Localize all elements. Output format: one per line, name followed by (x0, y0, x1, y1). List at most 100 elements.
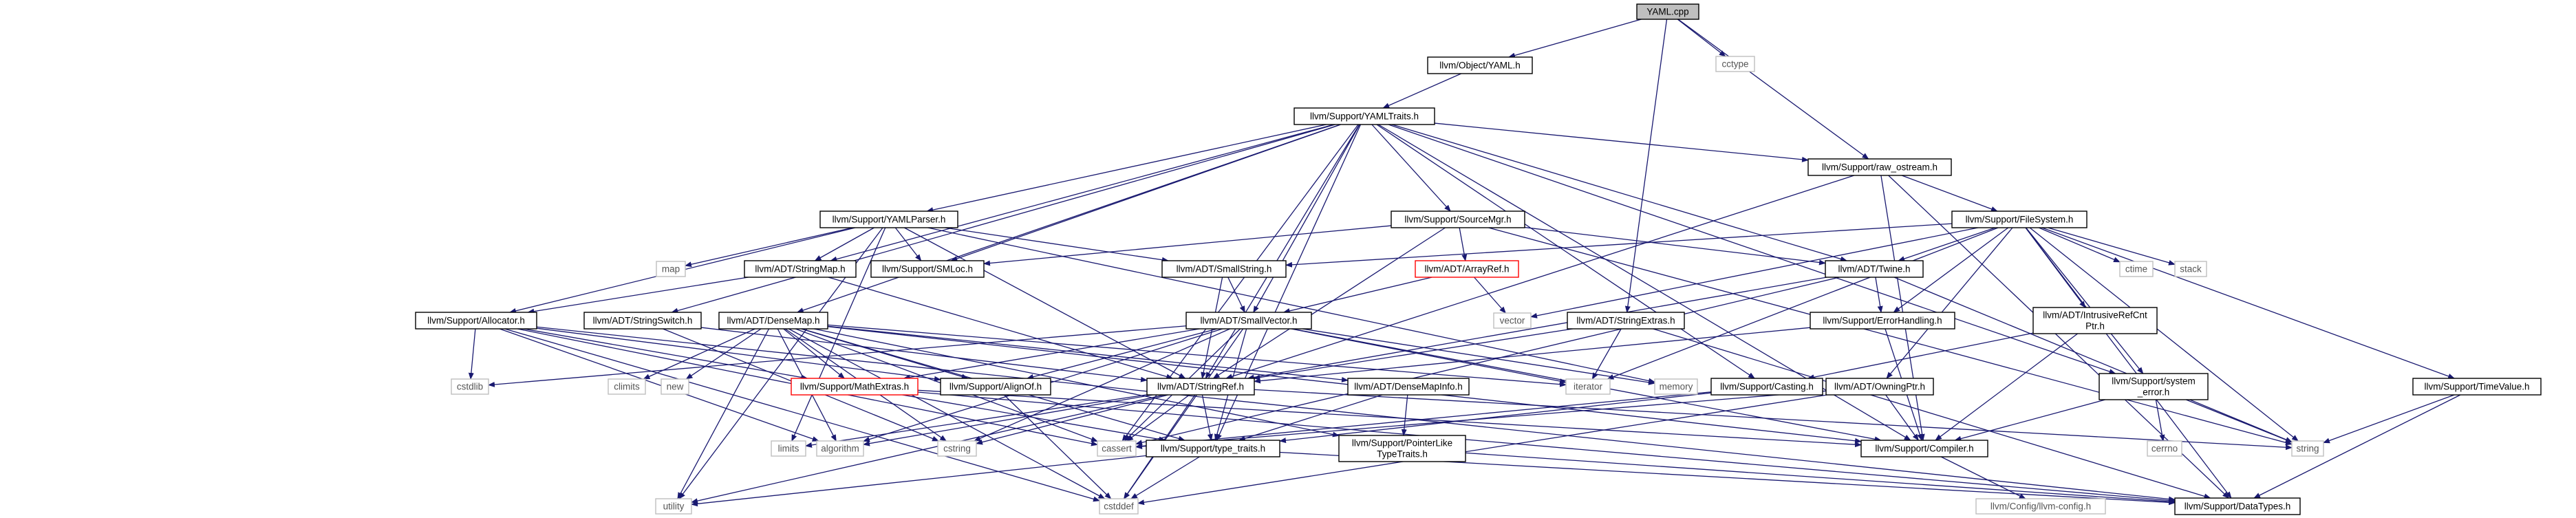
node-ctime: ctime (2119, 261, 2154, 277)
edge-filesystem-to-twine (1898, 227, 1996, 261)
edge-system_error-to-string (2186, 399, 2293, 443)
node-label: llvm/Support/Compiler.h (1875, 444, 1973, 454)
node-string: string (2291, 440, 2324, 457)
node-box (415, 312, 537, 330)
node-compiler[interactable]: llvm/Support/Compiler.h (1860, 440, 1988, 457)
edge-filesystem-to-timevalue (2041, 227, 2456, 379)
node-yamltraits[interactable]: llvm/Support/YAMLTraits.h (1294, 107, 1435, 125)
edge-arrayref-to-smallvector (1282, 277, 1432, 314)
node-label: climits (614, 382, 640, 392)
edge-stringref-to-cassert (1126, 394, 1190, 442)
node-box (1807, 158, 1952, 176)
node-twine[interactable]: llvm/ADT/Twine.h (1825, 260, 1924, 278)
edge-allocator-to-datatypes (536, 326, 2176, 502)
edge-yamltraits-to-stringmap (830, 124, 1334, 262)
node-system_error[interactable]: llvm/Support/system_error.h (2099, 373, 2209, 400)
node-smloc[interactable]: llvm/Support/SMLoc.h (870, 260, 985, 278)
node-cassert: cassert (1097, 440, 1137, 457)
edge-densemap-to-compiler (827, 326, 1862, 444)
node-yamlparser[interactable]: llvm/Support/YAMLParser.h (819, 211, 958, 228)
node-box (819, 211, 958, 228)
node-stringswitch[interactable]: llvm/ADT/StringSwitch.h (583, 312, 702, 330)
node-algorithm: algorithm (816, 440, 864, 457)
node-label: llvm/ADT/SmallVector.h (1200, 316, 1297, 326)
node-box (1825, 378, 1934, 396)
edge-densemap-to-cstddef (788, 328, 1106, 499)
node-label: llvm/Support/MathExtras.h (800, 382, 909, 392)
edge-smallvector-to-memory (1302, 328, 1655, 385)
node-vector: vector (1493, 312, 1532, 329)
edge-yamlparser-to-smallstring (945, 227, 1169, 263)
node-box (1860, 440, 1988, 457)
node-stringref[interactable]: llvm/ADT/StringRef.h (1146, 378, 1255, 396)
edge-object_yaml-to-yamltraits (1382, 73, 1462, 109)
node-type_traits[interactable]: llvm/Support/type_traits.h (1146, 440, 1280, 457)
node-box (1294, 107, 1435, 125)
node-casting[interactable]: llvm/Support/Casting.h (1710, 378, 1823, 396)
node-box (2032, 307, 2158, 334)
node-stringextras[interactable]: llvm/ADT/StringExtras.h (1567, 312, 1685, 330)
node-alignof[interactable]: llvm/Support/AlignOf.h (940, 378, 1051, 396)
edge-smallvector-to-cstring (974, 328, 1230, 442)
edge-smallvector-to-mathextras (903, 328, 1200, 380)
node-smallvector[interactable]: llvm/ADT/SmallVector.h (1185, 312, 1312, 330)
edge-stringref-to-type_traits (1201, 394, 1213, 441)
node-climits: climits (608, 378, 646, 395)
edge-yamltraits-to-yamlparser (926, 124, 1327, 213)
node-label: llvm/Support/AlignOf.h (949, 382, 1042, 392)
node-label: string (2296, 444, 2319, 454)
node-cerrno: cerrno (2147, 440, 2182, 457)
node-box (1715, 56, 1755, 72)
node-label: llvm/Support/Allocator.h (427, 316, 525, 326)
edge-arrayref-to-vector (1474, 277, 1506, 314)
node-densemapinfo[interactable]: llvm/ADT/DenseMapInfo.h (1347, 378, 1470, 396)
node-datatypes[interactable]: llvm/Support/DataTypes.h (2174, 497, 2301, 515)
node-label: utility (663, 501, 685, 512)
node-object_yaml[interactable]: llvm/Object/YAML.h (1427, 56, 1533, 74)
edge-yaml_cpp-to-object_yaml (1508, 19, 1642, 58)
node-box (2174, 261, 2207, 277)
node-owningptr[interactable]: llvm/ADT/OwningPtr.h (1825, 378, 1934, 396)
node-box (816, 440, 864, 457)
edge-stringref-to-algorithm (863, 394, 1153, 446)
node-label: cstddef (1104, 501, 1134, 512)
node-errorhandling[interactable]: llvm/Support/ErrorHandling.h (1810, 312, 1955, 330)
node-label: YAML.cpp (1646, 7, 1688, 17)
edge-intrusiverefcnt-to-casting (1807, 332, 2034, 380)
node-label: llvm/ADT/OwningPtr.h (1834, 382, 1925, 392)
node-smallstring[interactable]: llvm/ADT/SmallString.h (1161, 260, 1287, 278)
edge-yamlparser-to-memory (927, 227, 1655, 384)
edge-filesystem-to-owningptr (1886, 227, 2013, 379)
node-box (1710, 378, 1823, 396)
node-allocator[interactable]: llvm/Support/Allocator.h (415, 312, 537, 330)
edge-yaml_cpp-to-stringextras (1624, 19, 1668, 313)
node-stringmap[interactable]: llvm/ADT/StringMap.h (744, 260, 857, 278)
edge-alignof-to-cstddef (1003, 394, 1112, 499)
node-label: llvm/ADT/Twine.h (1838, 264, 1910, 274)
node-yaml_cpp[interactable]: YAML.cpp (1636, 3, 1699, 20)
node-label: vector (1500, 316, 1525, 326)
node-mathextras[interactable]: llvm/Support/MathExtras.h (791, 378, 919, 396)
node-box (1185, 312, 1312, 330)
node-label: llvm/ADT/StringMap.h (755, 264, 845, 274)
node-box (583, 312, 702, 330)
node-sourcemgr[interactable]: llvm/Support/SourceMgr.h (1391, 211, 1525, 228)
node-cstring: cstring (937, 440, 977, 457)
node-box (771, 440, 806, 457)
edge-owningptr-to-compiler (1885, 394, 1919, 441)
node-label: ctime (2125, 264, 2147, 274)
edge-yamltraits-to-system_error (1388, 124, 2116, 374)
node-cctype: cctype (1715, 56, 1755, 72)
node-filesystem[interactable]: llvm/Support/FileSystem.h (1951, 211, 2087, 228)
node-box (1391, 211, 1525, 228)
node-box (1338, 435, 1466, 462)
node-raw_ostream[interactable]: llvm/Support/raw_ostream.h (1807, 158, 1952, 176)
node-timevalue[interactable]: llvm/Support/TimeValue.h (2412, 378, 2542, 396)
edge-yamltraits-to-stringref (1205, 124, 1360, 379)
node-arrayref[interactable]: llvm/ADT/ArrayRef.h (1415, 260, 1519, 278)
node-densemap[interactable]: llvm/ADT/DenseMap.h (718, 312, 828, 330)
edge-sourcemgr-to-twine (1524, 226, 1826, 266)
edge-yamltraits-to-twine (1391, 124, 1847, 262)
